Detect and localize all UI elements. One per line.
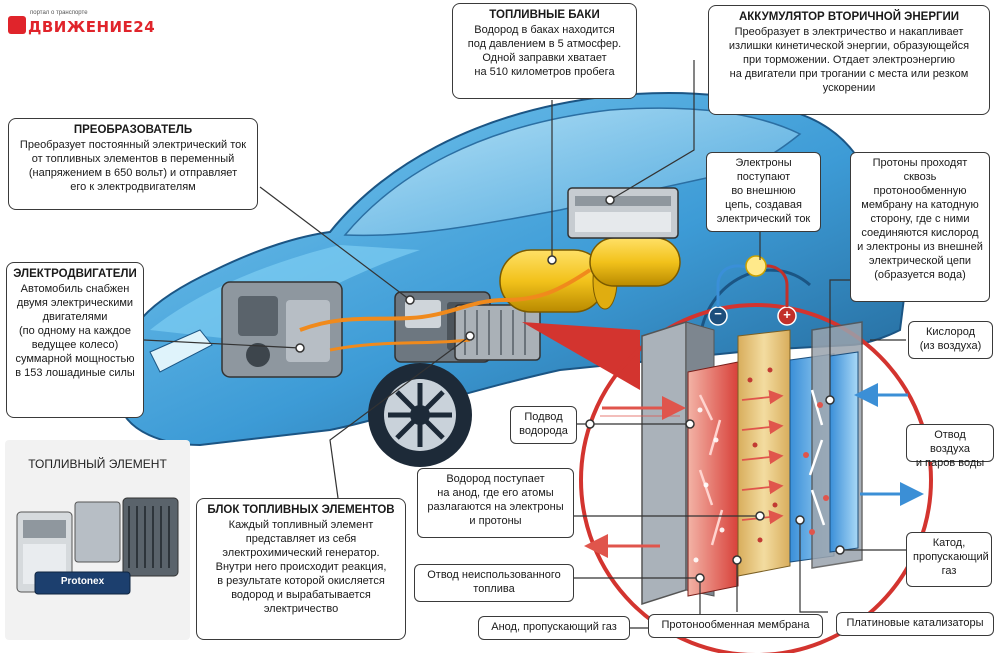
- logo-mark-icon: [8, 16, 26, 34]
- label-catalysts: Платиновые катализаторы: [836, 612, 994, 636]
- minus-sign: −: [714, 306, 722, 321]
- label-cathode: Катод, пропускающий газ: [906, 532, 992, 587]
- callout-fuel-block-title: БЛОК ТОПЛИВНЫХ ЭЛЕМЕНТОВ: [207, 504, 395, 516]
- hydrogen-tanks: [499, 237, 681, 313]
- callout-fuel-block: БЛОК ТОПЛИВНЫХ ЭЛЕМЕНТОВ Каждый топливны…: [196, 498, 406, 640]
- zoom-cone: [522, 322, 640, 390]
- label-hydrogen-in: Подвод водорода: [510, 406, 577, 444]
- flow-arrows: [584, 383, 924, 558]
- callout-battery-body: Преобразует в электричество и накапливае…: [728, 26, 970, 94]
- plus-sign: +: [783, 307, 791, 322]
- label-anode: Анод, пропускающий газ: [478, 616, 630, 640]
- label-electrons: Электроны поступают во внешнюю цепь, соз…: [706, 152, 821, 232]
- fuel-element-photo: [16, 497, 179, 595]
- site-logo[interactable]: портал о транспорте ДВИЖЕНИЕ24: [8, 10, 158, 36]
- callout-converter: ПРЕОБРАЗОВАТЕЛЬ Преобразует постоянный э…: [8, 118, 258, 210]
- label-unused-fuel: Отвод неиспользованного топлива: [414, 564, 574, 602]
- callout-converter-body: Преобразует постоянный электрический ток…: [19, 139, 247, 193]
- label-air-out: Отвод воздуха и паров воды: [906, 424, 994, 469]
- callout-motors-body: Автомобиль снабжен двумя электрическими …: [15, 283, 135, 379]
- motor-block: [221, 281, 343, 378]
- label-oxygen: Кислород (из воздуха): [908, 321, 993, 359]
- leader-lines: [143, 60, 906, 629]
- label-protons: Протоны проходят сквозь протонообменную …: [850, 152, 990, 302]
- callout-converter-title: ПРЕОБРАЗОВАТЕЛЬ: [73, 124, 193, 136]
- callout-battery: АККУМУЛЯТОР ВТОРИЧНОЙ ЭНЕРГИИ Преобразуе…: [708, 5, 990, 115]
- protonex-label: Protonex: [60, 576, 105, 587]
- callout-tanks: ТОПЛИВНЫЕ БАКИ Водород в баках находится…: [452, 3, 637, 99]
- label-hydrogen-anode: Водород поступает на анод, где его атомы…: [417, 468, 574, 538]
- callout-motors-title: ЭЛЕКТРОДВИГАТЕЛИ: [13, 268, 137, 280]
- logo-brand: ДВИЖЕНИЕ24: [28, 18, 156, 36]
- callout-fuel-block-body: Каждый топливный элемент представляет из…: [215, 519, 387, 615]
- fuel-element-title: ТОПЛИВНЫЙ ЭЛЕМЕНТ: [28, 457, 167, 471]
- leader-dots: [295, 195, 845, 583]
- lamp: [745, 255, 767, 277]
- callout-tanks-title: ТОПЛИВНЫЕ БАКИ: [489, 9, 600, 21]
- callout-battery-title: АККУМУЛЯТОР ВТОРИЧНОЙ ЭНЕРГИИ: [738, 11, 960, 23]
- fuel-stack-unit: [454, 304, 541, 361]
- label-membrane: Протонообменная мембрана: [648, 614, 823, 638]
- logo-tagline: портал о транспорте: [30, 10, 88, 16]
- fuel-cell-section: [641, 255, 863, 606]
- zoom-ring: [579, 303, 933, 653]
- battery-unit: [567, 187, 679, 239]
- fuel-element-panel: ТОПЛИВНЫЙ ЭЛЕМЕНТ Protonex: [5, 440, 190, 640]
- callout-motors: ЭЛЕКТРОДВИГАТЕЛИ Автомобиль снабжен двум…: [6, 262, 144, 418]
- callout-tanks-body: Водород в баках находится под давлением …: [467, 24, 622, 78]
